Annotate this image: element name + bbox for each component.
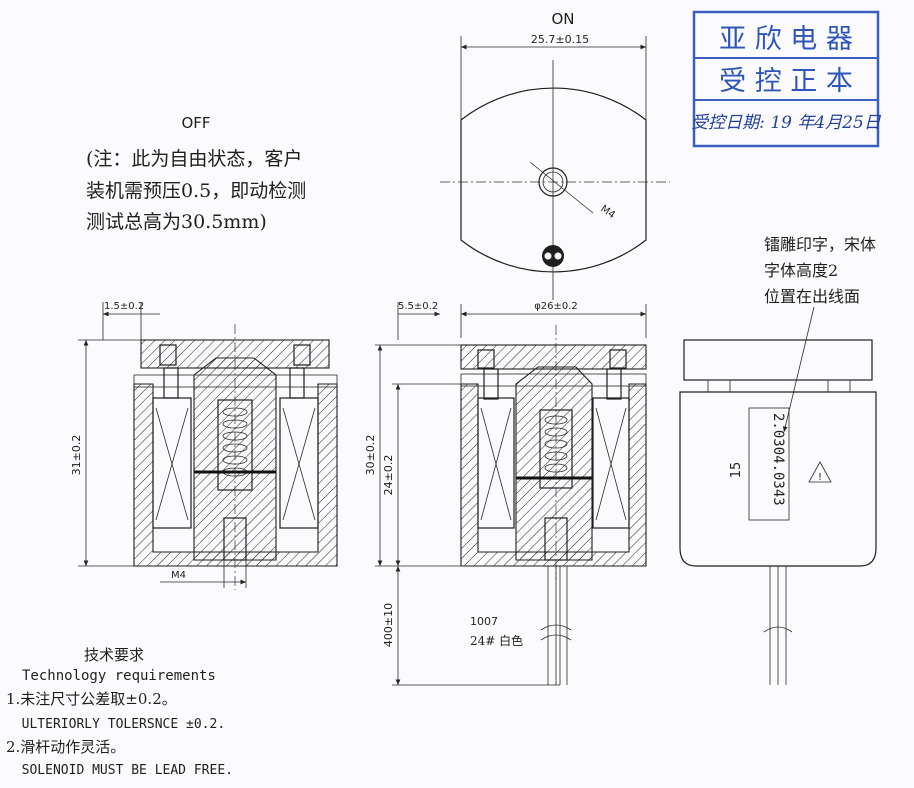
stamp-line-2: 受 控 正 本	[719, 66, 853, 97]
off-note-line-3: 测试总高为30.5mm)	[86, 211, 267, 233]
on-section-view: 5.5±0.2 φ26±0.2 30±0.2 24±0.2 400±10	[364, 301, 647, 686]
wire-type: 1007	[470, 615, 498, 628]
off-note-line-1: (注：此为自由状态，客户	[86, 148, 302, 170]
requirement-item-2: ULTERIORLY TOLERSNCE ±0.2.	[6, 717, 225, 732]
marking-note-3: 位置在出线面	[764, 287, 860, 306]
off-label: OFF	[181, 114, 210, 132]
marking-size: 15	[729, 462, 744, 479]
side-view: 镭雕印字，宋体 字体高度2 位置在出线面 2.0304.0343 15 !	[679, 235, 877, 685]
off-note-line-2: 装机需预压0.5，即动检测	[86, 180, 306, 202]
wire-exit-icon	[542, 245, 564, 267]
plunger-hole	[538, 167, 568, 197]
marking-code: 2.0304.0343	[770, 413, 786, 506]
stamp-line-1: 亚 欣 电 器	[719, 24, 853, 55]
off-note: OFF (注：此为自由状态，客户 装机需预压0.5，即动检测 测试总高为30.5…	[86, 114, 306, 233]
dim-on-height-total: 30±0.2	[364, 435, 377, 476]
requirements-title-cn: 技术要求	[84, 646, 144, 664]
requirement-item-3: 2.滑杆动作灵活。	[6, 738, 125, 756]
dim-on-diameter: φ26±0.2	[534, 301, 578, 312]
svg-text:!: !	[818, 472, 822, 483]
technical-requirements: 技术要求 Technology requirements 1.未注尺寸公差取±0…	[6, 646, 233, 778]
dim-off-height: 31±0.2	[70, 435, 83, 476]
on-label: ON	[551, 10, 574, 28]
top-view: ON 25.7±0.15 M4	[440, 10, 670, 300]
requirement-item-1: 1.未注尺寸公差取±0.2。	[6, 690, 177, 708]
dim-on-offset: 5.5±0.2	[398, 301, 438, 312]
dim-thread-top: M4	[598, 203, 617, 221]
off-section-view: 1.5±0.2 31±0.2	[70, 301, 338, 590]
control-stamp: 亚 欣 电 器 受 控 正 本 受控日期: 19 年4月25日	[691, 10, 882, 148]
dim-off-offset: 1.5±0.2	[104, 301, 144, 312]
stamp-line-3: 受控日期: 19 年4月25日	[691, 113, 882, 133]
requirements-title-en: Technology requirements	[22, 668, 216, 684]
dim-on-height-body: 24±0.2	[382, 455, 395, 496]
dim-lead-length: 400±10	[382, 603, 395, 647]
wire-spec: 24# 白色	[470, 633, 523, 648]
warning-triangle-icon	[808, 461, 832, 483]
dim-off-thread: M4	[171, 570, 186, 581]
marking-note-1: 镭雕印字，宋体	[764, 235, 876, 254]
dim-top-width: 25.7±0.15	[531, 33, 589, 46]
top-view-outline	[460, 87, 647, 273]
requirement-item-4: SOLENOID MUST BE LEAD FREE.	[6, 763, 233, 778]
marking-note-2: 字体高度2	[764, 261, 838, 280]
